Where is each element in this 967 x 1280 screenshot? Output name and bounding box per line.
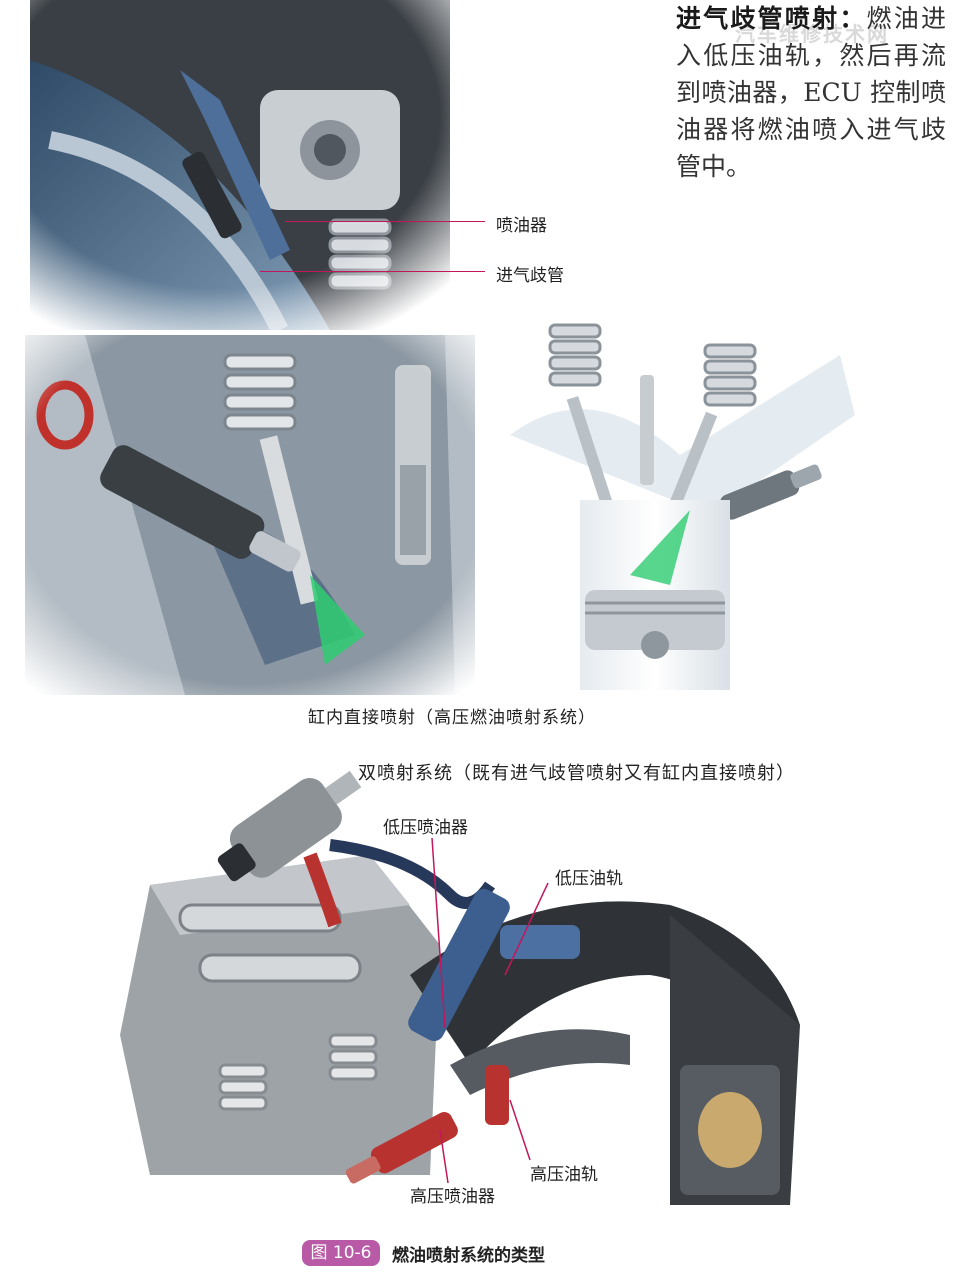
intake-manifold-label: 进气歧管: [496, 266, 564, 286]
figure-title: 燃油喷射系统的类型: [392, 1246, 545, 1266]
port-injection-illustration: [30, 0, 450, 330]
injector-label: 喷油器: [496, 216, 547, 236]
low-pressure-rail-label: 低压油轨: [555, 869, 623, 889]
cylinder-spray-illustration: [510, 323, 855, 690]
intro-heading: 进气歧管喷射：: [676, 4, 867, 33]
intro-text: 燃油进入低压油轨，然后再流到喷油器，ECU 控制喷油器将燃油喷入进气歧管中。: [676, 4, 946, 181]
direct-injection-cutaway-illustration: [25, 335, 475, 695]
intake-manifold-leader-line: [260, 271, 485, 273]
direct-injection-caption: 缸内直接喷射（高压燃油喷射系统）: [308, 708, 596, 728]
dual-injection-caption: 双喷射系统（既有进气歧管喷射又有缸内直接喷射）: [358, 763, 795, 784]
dual-injection-engine-illustration: [120, 770, 800, 1205]
figure-number-badge: 图 10-6: [302, 1240, 380, 1266]
injector-leader-line: [285, 221, 485, 223]
intro-paragraph: 进气歧管喷射：燃油进入低压油轨，然后再流到喷油器，ECU 控制喷油器将燃油喷入进…: [676, 0, 946, 185]
high-pressure-rail-label: 高压油轨: [530, 1165, 598, 1185]
high-pressure-injector-label: 高压喷油器: [410, 1187, 495, 1207]
watermark-text: 汽车维修技术网: [735, 22, 889, 46]
low-pressure-injector-label: 低压喷油器: [383, 818, 468, 838]
